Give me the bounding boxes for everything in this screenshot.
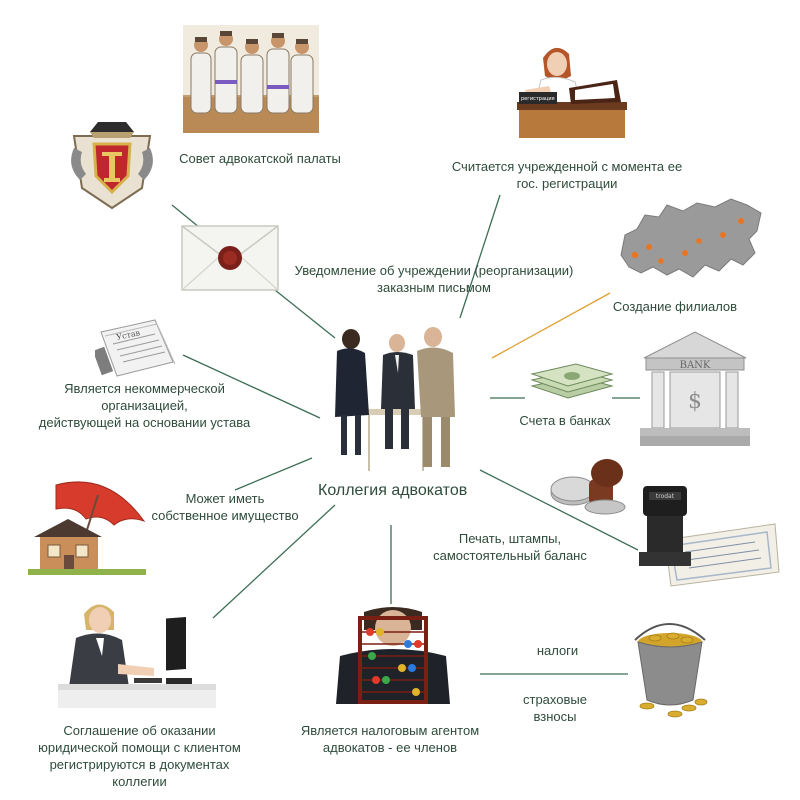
- money-stack-icon: [528, 360, 614, 404]
- self-inking-stamp-icon: trodat: [635, 480, 780, 590]
- property-line-2: собственное имущество: [151, 508, 299, 523]
- center-title: Коллегия адвокатов: [318, 482, 468, 499]
- noncommercial-label: Является некоммерческой организацией, де…: [22, 380, 267, 431]
- property-label: Может иметь собственное имущество: [140, 490, 310, 524]
- svg-text:trodat: trodat: [656, 493, 675, 500]
- line-registration: [459, 194, 501, 319]
- insurance-line-1: страховые: [523, 692, 587, 707]
- registration-line-2: гос. регистрации: [516, 176, 618, 191]
- tax-agent-line-2: адвокатов - ее членов: [322, 740, 458, 755]
- registration-line-1: Считается учрежденной с момента ее: [451, 159, 683, 174]
- noncommercial-line-2: организацией,: [101, 398, 188, 413]
- notice-line-2: заказным письмом: [377, 280, 491, 295]
- bank-sign: BANK: [680, 360, 711, 371]
- senators-icon: [183, 25, 319, 133]
- registration-label: Считается учрежденной с момента ее гос. …: [432, 158, 702, 192]
- line-noncommercial: [182, 354, 321, 419]
- notice-line-1: Уведомление об учреждении (реорганизации…: [294, 263, 574, 278]
- seal-line-2: самостоятельный баланс: [433, 548, 587, 563]
- sealed-envelope-icon: [180, 222, 280, 294]
- line-agreement: [212, 504, 336, 619]
- charter-document-icon: Устав: [92, 318, 177, 378]
- line-branches: [491, 292, 611, 359]
- property-line-1: Может иметь: [185, 491, 265, 506]
- agreement-line-1: Соглашение об оказании: [63, 723, 216, 738]
- taxes-label: налоги: [536, 643, 579, 658]
- business-people-icon: [325, 325, 475, 475]
- line-seal: [479, 469, 639, 551]
- receptionist-icon: регистрация: [505, 40, 635, 140]
- bank-accounts-label: Счета в банках: [519, 413, 611, 428]
- noncommercial-line-3: действующей на основании устава: [38, 415, 251, 430]
- council-label: Совет адвокатской палаты: [179, 151, 341, 166]
- svg-text:регистрация: регистрация: [521, 96, 555, 102]
- wax-stamp-icon: [545, 455, 635, 515]
- tax-agent-line-1: Является налоговым агентом: [300, 723, 480, 738]
- abacus-icon: [330, 606, 456, 704]
- line-property: [234, 457, 313, 491]
- agreement-line-2: юридической помощи с клиентом: [38, 740, 241, 755]
- coat-of-arms-icon: [68, 118, 156, 210]
- branches-label: Создание филиалов: [612, 299, 738, 314]
- office-worker-icon: [58, 598, 216, 708]
- notice-label: Уведомление об учреждении (реорганизации…: [278, 262, 590, 296]
- noncommercial-line-1: Является некоммерческой: [64, 381, 225, 396]
- russia-map-icon: [615, 195, 765, 290]
- agreement-line-4: коллегии: [112, 774, 167, 789]
- seal-line-1: Печать, штампы,: [458, 531, 562, 546]
- svg-text:$: $: [688, 389, 702, 414]
- agreement-label: Соглашение об оказании юридической помощ…: [22, 722, 257, 790]
- insurance-label: страховые взносы: [505, 691, 605, 725]
- tax-agent-label: Является налоговым агентом адвокатов - е…: [290, 722, 490, 756]
- seal-label: Печать, штампы, самостоятельный баланс: [420, 530, 600, 564]
- line-notice: [274, 289, 336, 339]
- umbrella-house-icon: [28, 475, 146, 575]
- coin-bucket-icon: [625, 618, 715, 718]
- bank-building-icon: BANK $: [640, 328, 750, 448]
- insurance-line-2: взносы: [533, 709, 577, 724]
- agreement-line-3: регистрируются в документах: [49, 757, 230, 772]
